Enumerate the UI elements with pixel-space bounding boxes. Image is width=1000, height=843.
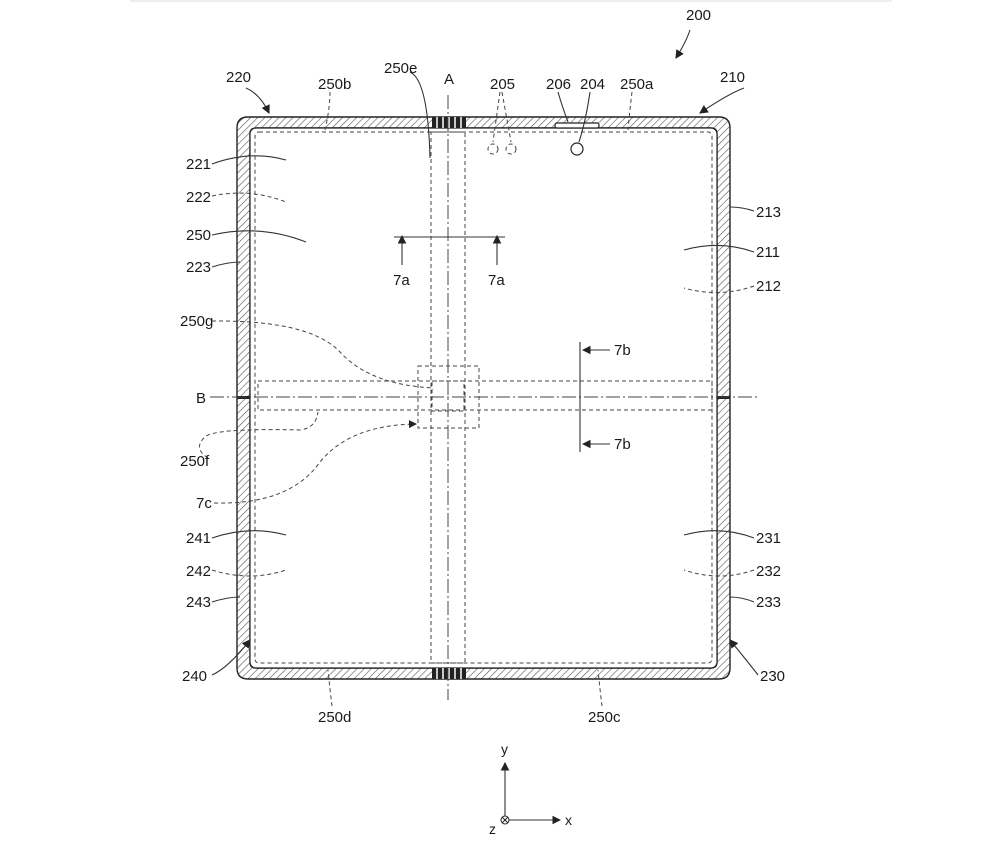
label-204: 204 (580, 76, 605, 93)
hinge-bottom (432, 668, 466, 679)
label-241: 241 (186, 530, 211, 547)
center-inner-square (431, 380, 465, 412)
label-axis-a: A (444, 71, 454, 88)
center-outer-square (417, 365, 480, 429)
label-242: 242 (186, 563, 211, 580)
horizontal-strip (210, 380, 760, 411)
section-7b (579, 342, 610, 452)
label-212: 212 (756, 278, 781, 295)
label-250a: 250a (620, 76, 654, 93)
label-250e: 250e (384, 60, 417, 77)
section-7a (394, 234, 505, 265)
label-coord-x: x (565, 812, 572, 828)
label-250c: 250c (588, 709, 621, 726)
label-coord-z: z (489, 821, 496, 837)
label-211: 211 (756, 244, 780, 261)
label-233: 233 (756, 594, 781, 611)
label-223: 223 (186, 259, 211, 276)
device-housing (236, 116, 731, 680)
label-7a-right: 7a (488, 272, 505, 289)
label-210: 210 (720, 69, 745, 86)
label-240: 240 (182, 668, 207, 685)
hinge-top (432, 117, 466, 128)
label-220: 220 (226, 69, 251, 86)
label-250: 250 (186, 227, 211, 244)
reference-labels: 200 220 250b 250e A 205 206 204 250a 210… (180, 7, 785, 837)
label-7c: 7c (196, 495, 212, 512)
label-7b-top: 7b (614, 342, 631, 359)
label-250d: 250d (318, 709, 351, 726)
label-206: 206 (546, 76, 571, 93)
label-213: 213 (756, 204, 781, 221)
label-205: 205 (490, 76, 515, 93)
label-230: 230 (760, 668, 785, 685)
label-250g: 250g (180, 313, 213, 330)
label-231: 231 (756, 530, 781, 547)
label-250b: 250b (318, 76, 351, 93)
label-221: 221 (186, 156, 211, 173)
label-axis-b: B (196, 390, 206, 407)
label-200: 200 (686, 7, 711, 24)
camera-icon (570, 142, 584, 156)
label-coord-y: y (501, 741, 508, 757)
sensor-icon (505, 143, 517, 155)
label-222: 222 (186, 189, 211, 206)
coordinate-axes (500, 761, 562, 825)
label-7a-left: 7a (393, 272, 410, 289)
label-232: 232 (756, 563, 781, 580)
label-243: 243 (186, 594, 211, 611)
label-7b-bottom: 7b (614, 436, 631, 453)
sensor-icon (487, 143, 499, 155)
leader-lines (199, 29, 759, 707)
label-250f: 250f (180, 453, 210, 470)
speaker-slot (554, 122, 600, 129)
